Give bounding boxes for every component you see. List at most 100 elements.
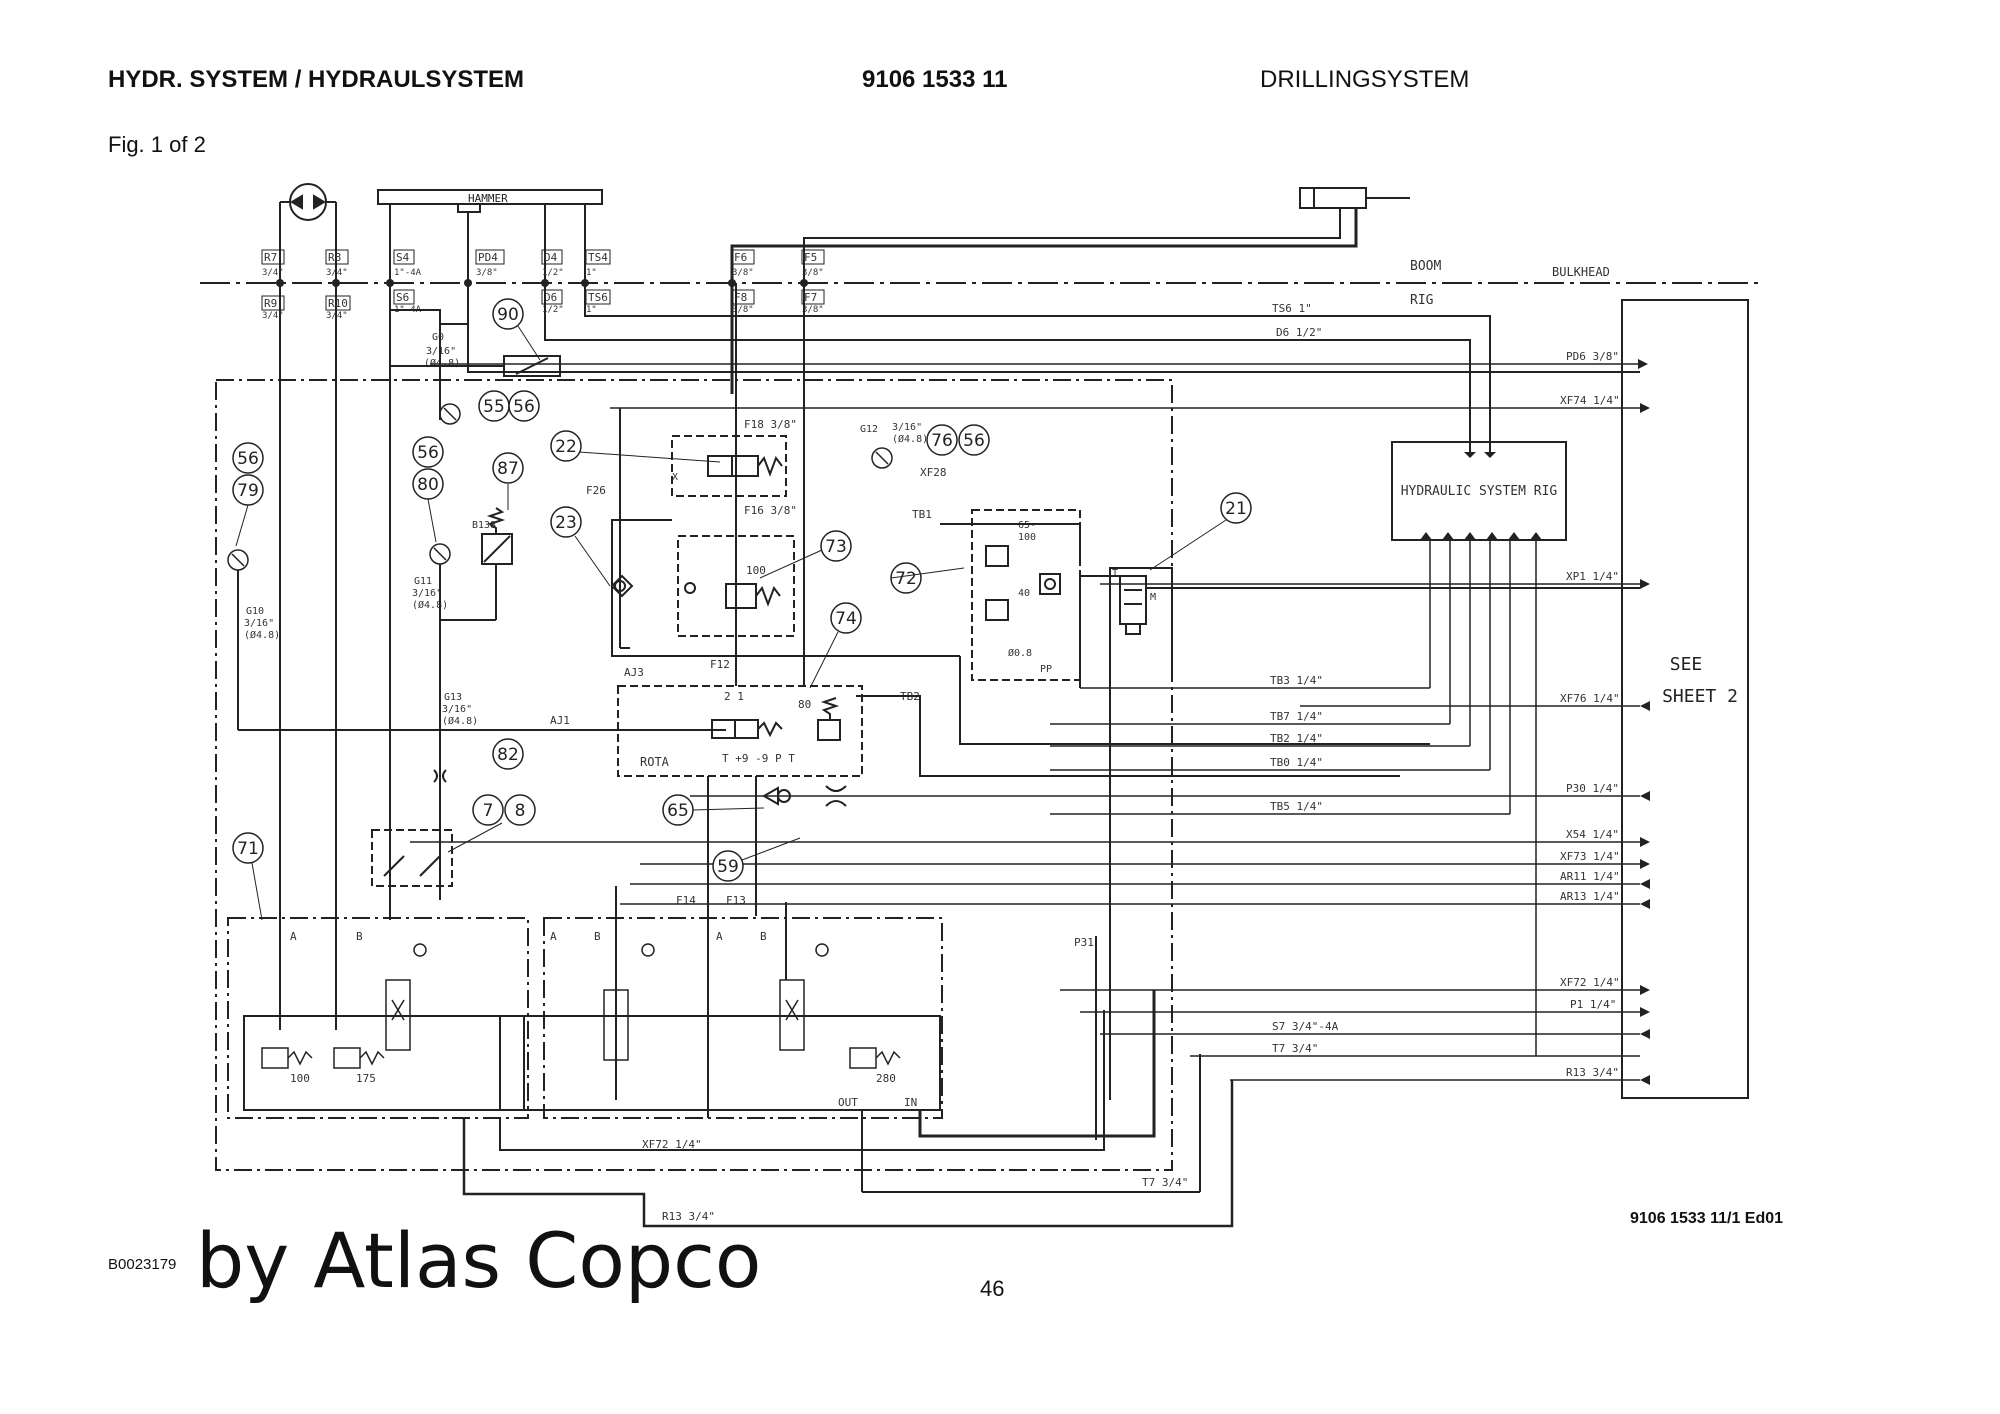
svg-text:3/8": 3/8" xyxy=(732,305,754,315)
port-S4: S4 xyxy=(396,251,410,264)
line-TB0: TB0 1/4" xyxy=(1270,756,1323,769)
hammer-valve-block xyxy=(543,917,943,1119)
port-TS4: TS4 xyxy=(588,251,608,264)
boom-label: BOOM xyxy=(1410,259,1441,274)
hammer-label: HAMMER xyxy=(468,192,508,205)
callout-74: 74 xyxy=(835,609,857,629)
svg-text:(Ø4.8): (Ø4.8) xyxy=(244,629,280,641)
svg-text:(Ø4.8): (Ø4.8) xyxy=(892,433,928,445)
port-R10: R10 xyxy=(328,297,348,310)
port-F6: F6 xyxy=(734,251,747,264)
check-valve-23 xyxy=(610,574,634,598)
line-X54: X54 1/4" xyxy=(1566,828,1619,841)
callout-90: 90 xyxy=(497,305,519,325)
valve-73-setting: 100 xyxy=(746,564,766,577)
label-F16: F16 3/8" xyxy=(744,504,797,517)
port-F8: F8 xyxy=(734,291,747,304)
svg-text:1": 1" xyxy=(586,305,597,315)
port-R9: R9 xyxy=(264,297,277,310)
hammer-box xyxy=(377,189,603,205)
svg-text:B: B xyxy=(594,930,601,943)
callout-56c: 56 xyxy=(417,443,439,463)
rota-valve-block xyxy=(617,685,863,777)
valve-72-65-100: 65- xyxy=(1018,520,1036,531)
label-TB1: TB1 xyxy=(912,508,932,521)
svg-text:1"-4A: 1"-4A xyxy=(394,268,422,278)
orifice-08: Ø0.8 xyxy=(1008,647,1032,659)
svg-text:3/4": 3/4" xyxy=(262,311,284,321)
rota-setting: 80 xyxy=(798,698,811,711)
svg-text:T: T xyxy=(1112,568,1118,579)
svg-text:(Ø4.8): (Ø4.8) xyxy=(442,715,478,727)
callout-56a: 56 xyxy=(513,397,535,417)
relief-175: 175 xyxy=(356,1072,376,1085)
svg-text:3/16": 3/16" xyxy=(426,346,456,357)
callout-65: 65 xyxy=(667,801,689,821)
port-D6: D6 xyxy=(544,291,557,304)
label-F26: F26 xyxy=(586,484,606,497)
svg-text:3/16": 3/16" xyxy=(892,422,922,433)
line-TB3: TB3 1/4" xyxy=(1270,674,1323,687)
svg-text:3/8": 3/8" xyxy=(732,268,754,278)
port-R7: R7 xyxy=(264,251,277,264)
line-TB5: TB5 1/4" xyxy=(1270,800,1323,813)
gauge-55 xyxy=(439,403,461,425)
line-AR13: AR13 1/4" xyxy=(1560,890,1620,903)
valve-22-block xyxy=(671,435,787,497)
label-F12: F12 xyxy=(710,658,730,671)
label-T7-bottom: T7 3/4" xyxy=(1142,1176,1188,1189)
line-TS6: TS6 1" xyxy=(1272,302,1312,315)
callout-79: 79 xyxy=(237,481,259,501)
svg-text:3/8": 3/8" xyxy=(802,268,824,278)
document-reference: 9106 1533 11/1 Ed01 xyxy=(1630,1210,1784,1227)
svg-text:B: B xyxy=(356,930,363,943)
svg-text:PP: PP xyxy=(1040,664,1052,675)
label-F14: F14 xyxy=(676,894,696,907)
line-XF76: XF76 1/4" xyxy=(1560,692,1620,705)
rig-label: RIG xyxy=(1410,293,1434,308)
line-S7: S7 3/4"-4A xyxy=(1272,1020,1339,1033)
svg-text:M: M xyxy=(1150,592,1156,603)
svg-text:3/4": 3/4" xyxy=(326,268,348,278)
line-TB7: TB7 1/4" xyxy=(1270,710,1323,723)
port-IN: IN xyxy=(904,1096,917,1109)
valves-7-8-block xyxy=(371,829,453,887)
port-TS6: TS6 xyxy=(588,291,608,304)
label-XF72-bottom: XF72 1/4" xyxy=(642,1138,702,1151)
label-G10: G10 xyxy=(246,606,264,617)
port-X-22: X xyxy=(672,472,678,483)
line-TB2: TB2 1/4" xyxy=(1270,732,1323,745)
port-R8: R8 xyxy=(328,251,341,264)
line-XP1: XP1 1/4" xyxy=(1566,570,1619,583)
label-G13: G13 xyxy=(444,692,462,703)
feed-cylinder xyxy=(1299,187,1367,209)
hydraulic-system-rig-box xyxy=(1391,441,1567,541)
callout-80: 80 xyxy=(417,475,439,495)
page-number: 46 xyxy=(980,1276,1005,1301)
valve-21 xyxy=(1119,575,1147,625)
callout-56d: 56 xyxy=(963,431,985,451)
port-S6: S6 xyxy=(396,291,409,304)
line-XF73: XF73 1/4" xyxy=(1560,850,1620,863)
line-AR11: AR11 1/4" xyxy=(1560,870,1620,883)
line-P30: P30 1/4" xyxy=(1566,782,1619,795)
line-P1: P1 1/4" xyxy=(1570,998,1616,1011)
label-P31: P31 xyxy=(1074,936,1094,949)
svg-text:B: B xyxy=(760,930,767,943)
svg-text:A: A xyxy=(716,930,723,943)
svg-text:3/4": 3/4" xyxy=(262,268,284,278)
label-G11: G11 xyxy=(414,576,432,587)
line-XF74: XF74 1/4" xyxy=(1560,394,1620,407)
see-label: SEE xyxy=(1670,654,1703,675)
callout-23: 23 xyxy=(555,513,577,533)
callout-7: 7 xyxy=(483,801,494,821)
svg-text:3/16": 3/16" xyxy=(442,704,472,715)
svg-text:3/4": 3/4" xyxy=(326,311,348,321)
callout-8: 8 xyxy=(515,801,526,821)
callout-21: 21 xyxy=(1225,499,1247,519)
label-B138: B138 xyxy=(472,520,496,531)
line-T7: T7 3/4" xyxy=(1272,1042,1318,1055)
callout-82: 82 xyxy=(497,745,519,765)
label-R13-bottom: R13 3/4" xyxy=(662,1210,715,1223)
